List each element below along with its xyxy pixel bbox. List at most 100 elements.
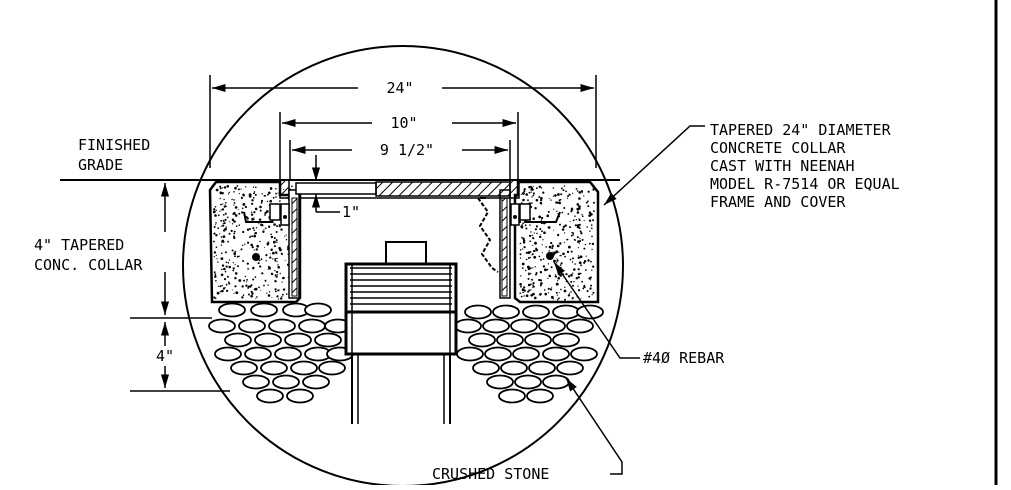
crushed-stone bbox=[260, 360, 288, 376]
concrete-speckle bbox=[522, 192, 525, 195]
callout-line-2: CONCRETE COLLAR bbox=[710, 139, 846, 157]
concrete-speckle bbox=[533, 249, 536, 253]
finished-grade-label-2: GRADE bbox=[78, 156, 123, 174]
concrete-speckle bbox=[231, 230, 233, 231]
concrete-speckle bbox=[556, 298, 559, 301]
concrete-speckle bbox=[221, 192, 224, 195]
concrete-speckle bbox=[231, 249, 234, 252]
concrete-speckle bbox=[583, 261, 586, 264]
crushed-stone bbox=[218, 302, 246, 318]
concrete-speckle bbox=[269, 253, 271, 255]
concrete-speckle bbox=[559, 274, 562, 277]
concrete-speckle bbox=[278, 246, 281, 250]
concrete-speckle bbox=[528, 273, 530, 276]
concrete-speckle bbox=[275, 239, 278, 242]
concrete-speckle bbox=[214, 273, 217, 275]
concrete-speckle bbox=[256, 296, 258, 298]
concrete-speckle bbox=[238, 255, 240, 257]
crushed-stone bbox=[538, 318, 566, 334]
crushed-stone bbox=[238, 318, 266, 334]
concrete-speckle bbox=[248, 293, 250, 296]
concrete-speckle bbox=[586, 226, 588, 228]
concrete-speckle bbox=[559, 242, 562, 245]
concrete-speckle bbox=[593, 210, 595, 213]
crushed-stone bbox=[500, 360, 528, 376]
crushed-stone bbox=[454, 318, 482, 334]
concrete-speckle bbox=[221, 289, 224, 293]
concrete-speckle bbox=[271, 297, 273, 299]
concrete-speckle bbox=[532, 237, 535, 240]
concrete-speckle bbox=[235, 291, 239, 295]
concrete-speckle bbox=[216, 291, 220, 295]
concrete-speckle bbox=[246, 217, 249, 220]
concrete-speckle bbox=[251, 284, 253, 286]
concrete-speckle bbox=[277, 290, 279, 292]
concrete-speckle bbox=[528, 272, 530, 274]
finished-grade-label-1: FINISHED bbox=[78, 136, 150, 154]
concrete-speckle bbox=[225, 261, 228, 264]
concrete-speckle bbox=[226, 216, 229, 219]
concrete-speckle bbox=[247, 286, 250, 289]
concrete-speckle bbox=[272, 222, 274, 223]
concrete-speckle bbox=[560, 262, 563, 265]
concrete-speckle bbox=[275, 275, 278, 278]
concrete-speckle bbox=[280, 252, 283, 255]
crushed-stone bbox=[272, 374, 300, 390]
crushed-stone bbox=[298, 318, 326, 334]
concrete-speckle bbox=[572, 272, 574, 274]
concrete-speckle bbox=[548, 198, 550, 199]
rebar-label: #4Ø REBAR bbox=[643, 349, 725, 367]
concrete-speckle bbox=[214, 214, 217, 217]
concrete-speckle bbox=[222, 214, 225, 216]
concrete-speckle bbox=[563, 207, 566, 209]
concrete-speckle bbox=[580, 190, 584, 193]
concrete-speckle bbox=[539, 293, 542, 296]
concrete-speckle bbox=[578, 205, 581, 208]
concrete-speckle bbox=[245, 215, 248, 218]
concrete-speckle bbox=[554, 194, 557, 197]
concrete-speckle bbox=[270, 248, 273, 251]
concrete-speckle bbox=[216, 258, 218, 260]
concrete-speckle bbox=[575, 218, 578, 221]
concrete-speckle bbox=[246, 228, 250, 231]
crushed-stone bbox=[576, 304, 604, 320]
concrete-speckle bbox=[525, 193, 528, 196]
concrete-speckle bbox=[220, 219, 223, 222]
concrete-speckle bbox=[565, 273, 568, 276]
crushed-stone bbox=[456, 346, 484, 362]
crushed-stone bbox=[524, 332, 552, 348]
concrete-speckle bbox=[519, 253, 522, 256]
concrete-speckle bbox=[562, 252, 565, 256]
concrete-speckle bbox=[215, 188, 219, 192]
concrete-speckle bbox=[225, 226, 227, 228]
concrete-speckle bbox=[266, 242, 270, 246]
concrete-speckle bbox=[540, 234, 542, 236]
concrete-speckle bbox=[238, 224, 240, 226]
concrete-speckle bbox=[532, 192, 536, 195]
concrete-speckle bbox=[234, 186, 237, 190]
concrete-speckle bbox=[212, 210, 216, 214]
rebar-callout: #4Ø REBAR bbox=[553, 261, 725, 367]
stone-callout: CRUSHED STONE bbox=[432, 377, 623, 483]
concrete-speckle bbox=[217, 285, 219, 287]
concrete-speckle bbox=[568, 245, 571, 249]
concrete-speckle bbox=[213, 271, 216, 274]
concrete-speckle bbox=[542, 191, 545, 194]
concrete-speckle bbox=[220, 203, 222, 206]
concrete-speckle bbox=[541, 252, 543, 254]
crushed-stone bbox=[566, 318, 594, 334]
concrete-speckle bbox=[275, 251, 278, 254]
concrete-speckle bbox=[272, 251, 275, 255]
concrete-speckle bbox=[276, 257, 278, 260]
concrete-speckle bbox=[281, 281, 283, 283]
concrete-speckle bbox=[219, 187, 222, 190]
concrete-speckle bbox=[535, 198, 539, 202]
concrete-speckle bbox=[582, 215, 584, 218]
concrete-speckle bbox=[243, 194, 245, 197]
concrete-speckle bbox=[577, 272, 581, 276]
concrete-speckle bbox=[241, 207, 244, 210]
concrete-speckle bbox=[264, 214, 266, 216]
concrete-speckle bbox=[234, 256, 236, 258]
concrete-speckle bbox=[576, 190, 579, 192]
concrete-speckle bbox=[255, 248, 258, 251]
